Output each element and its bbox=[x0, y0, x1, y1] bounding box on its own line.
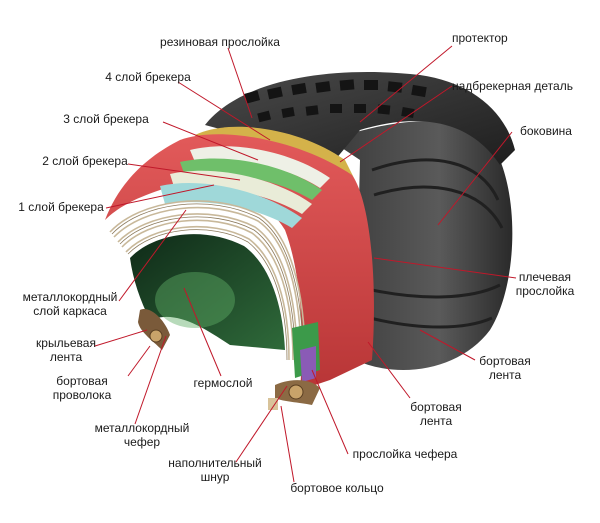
label-wing-strip: крыльевая лента bbox=[36, 336, 96, 364]
label-shoulder-layer-line-2: прослойка bbox=[515, 284, 575, 298]
bead-tab-left bbox=[268, 398, 278, 410]
inner-glow bbox=[155, 272, 235, 328]
sidewall-shape bbox=[330, 121, 513, 370]
tread-blocks bbox=[243, 79, 427, 123]
label-filler-cord-line-2: шнур bbox=[200, 470, 230, 484]
belt-layer-4 bbox=[190, 146, 330, 188]
belt-layer-3 bbox=[180, 158, 322, 200]
label-filler-cord: наполнительный шнур bbox=[168, 456, 261, 484]
label-steel-chafer-line-1: металлокордный bbox=[94, 421, 190, 435]
label-bead-tape-mid: бортовая лента bbox=[410, 400, 461, 428]
leader-lines bbox=[94, 45, 517, 483]
label-bead-tape-right-line-1: бортовая bbox=[479, 354, 531, 368]
carcass-cords bbox=[109, 200, 306, 361]
purple-filler bbox=[300, 346, 316, 382]
label-steel-chafer: металлокордный чефер bbox=[95, 421, 190, 449]
label-tread: протектор bbox=[452, 31, 508, 45]
label-carcass-ply-line-1: металлокордный bbox=[22, 290, 118, 304]
label-bead-wire-line-2: проволока bbox=[52, 388, 112, 402]
label-bead-tape-right-line-2: лента bbox=[488, 368, 522, 382]
label-bead-ring: бортовое кольцо bbox=[290, 481, 384, 495]
label-shoulder-layer-line-1: плечевая bbox=[518, 270, 572, 284]
left-bead bbox=[138, 309, 170, 350]
label-belt-4: 4 слой брекера bbox=[105, 70, 191, 84]
label-chafer-layer: прослойка чефера bbox=[352, 447, 458, 461]
left-bead-wire bbox=[149, 329, 163, 343]
label-shoulder-layer: плечевая прослойка bbox=[516, 270, 575, 298]
label-bead-tape-right: бортовая лента bbox=[479, 354, 530, 382]
label-carcass-ply: металлокордный слой каркаса bbox=[23, 290, 118, 318]
label-bead-wire: бортовая проволока bbox=[53, 374, 112, 402]
label-carcass-ply-line-2: слой каркаса bbox=[33, 304, 107, 318]
label-rubber-layer: резиновая прослойка bbox=[160, 35, 280, 49]
sidewall-grooves bbox=[369, 158, 504, 329]
right-bead-wire bbox=[288, 384, 304, 400]
belt-layer-2 bbox=[170, 170, 312, 214]
label-steel-chafer-line-2: чефер bbox=[123, 435, 161, 449]
label-belt-2: 2 слой брекера bbox=[42, 154, 128, 168]
label-bead-wire-line-1: бортовая bbox=[56, 374, 108, 388]
carcass-cords-dark bbox=[111, 203, 304, 361]
inner-liner-shape bbox=[130, 234, 285, 350]
label-wing-strip-line-2: лента bbox=[49, 350, 83, 364]
label-belt-1: 1 слой брекера bbox=[18, 200, 104, 214]
label-wing-strip-line-1: крыльевая bbox=[36, 336, 96, 350]
label-bead-tape-mid-line-1: бортовая bbox=[410, 400, 462, 414]
label-sidewall: боковина bbox=[520, 124, 572, 138]
label-filler-cord-line-1: наполнительный bbox=[168, 456, 262, 470]
label-belt-3: 3 слой брекера bbox=[63, 112, 149, 126]
label-overbelt-part: надбрекерная деталь bbox=[452, 79, 573, 93]
label-inner-liner: гермослой bbox=[193, 376, 253, 390]
label-bead-tape-mid-line-2: лента bbox=[419, 414, 453, 428]
